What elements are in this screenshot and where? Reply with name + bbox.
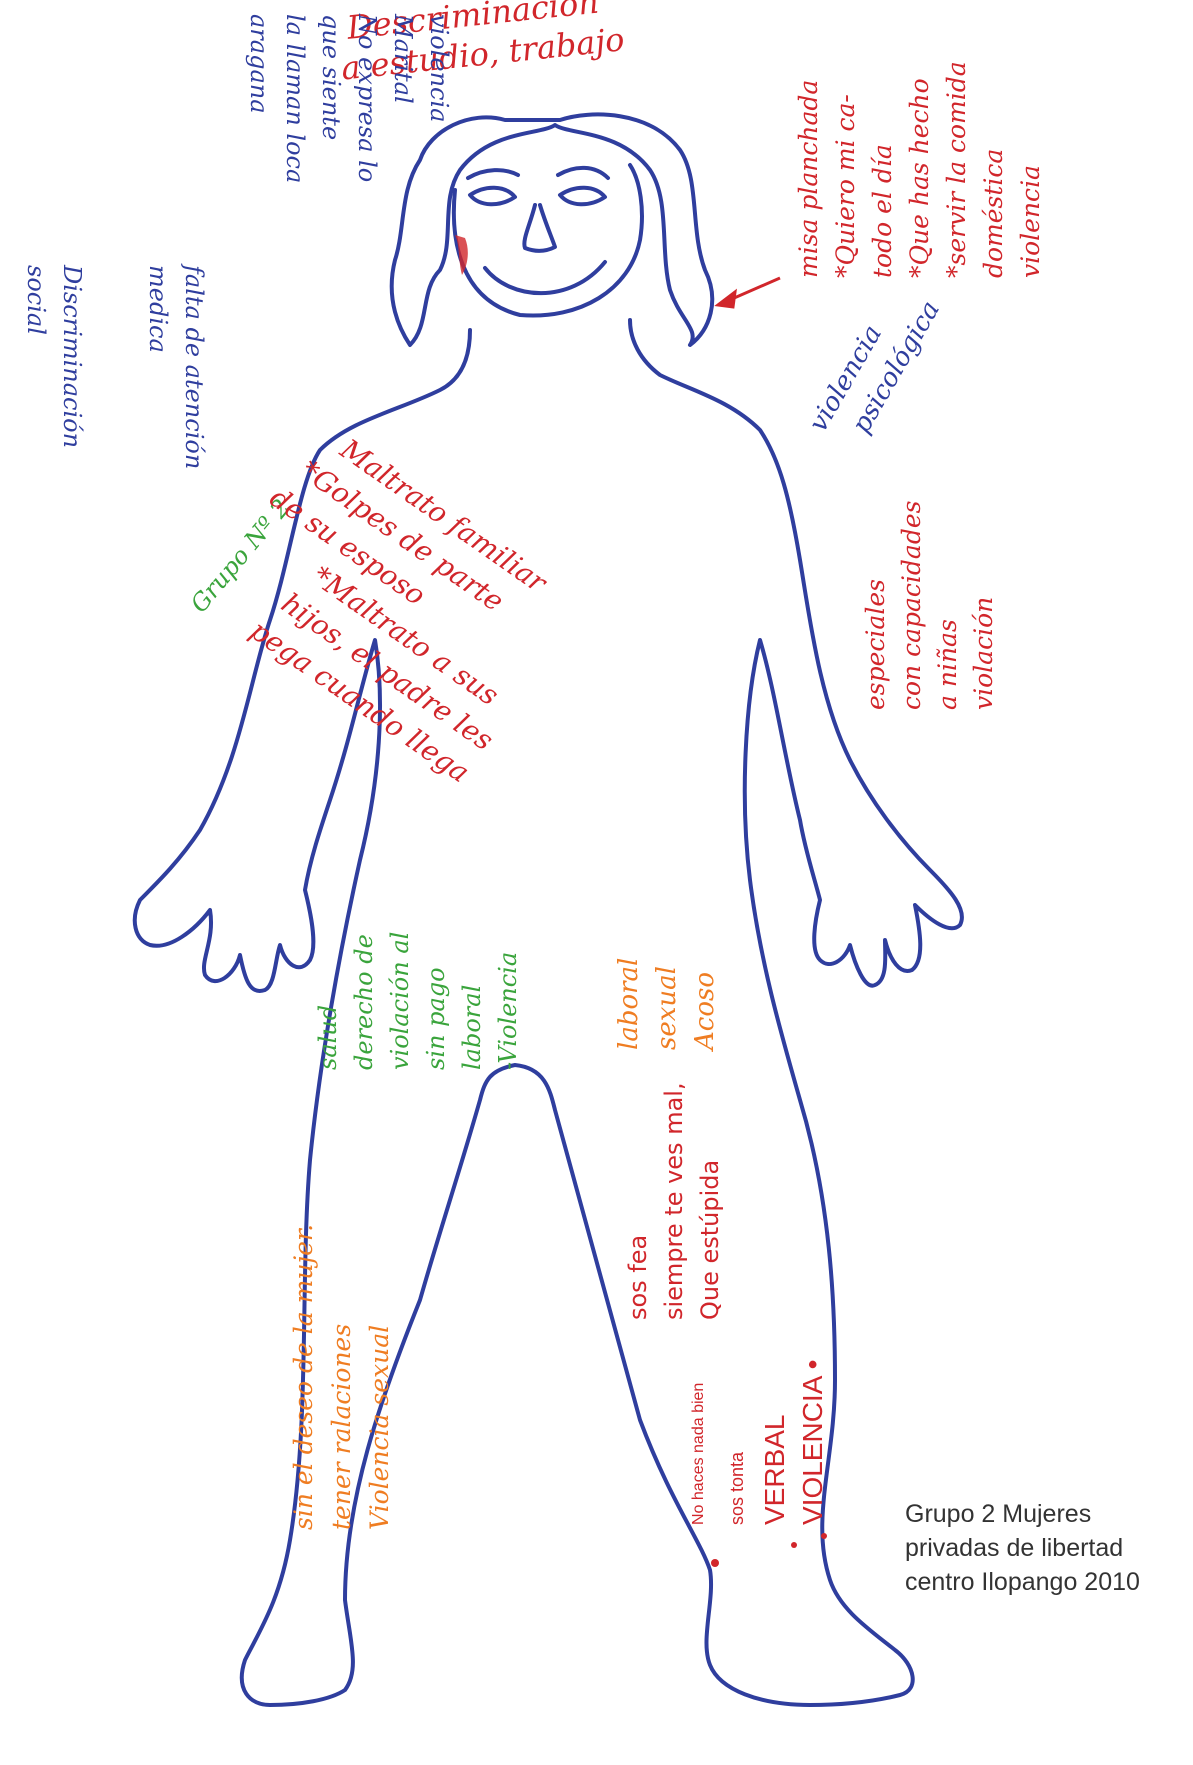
note-line: violencia: [1012, 8, 1049, 278]
note-line: falta de atención: [176, 265, 212, 469]
medical-neglect-note: falta de atención medica: [140, 265, 212, 469]
caption-line: privadas de libertad: [905, 1531, 1140, 1565]
note-line: la llaman loca: [277, 14, 313, 183]
note-line: medica: [140, 265, 176, 469]
note-line: Violencia sexual: [361, 1150, 399, 1530]
note-line: sin pago: [418, 880, 454, 1070]
nose: [524, 205, 555, 251]
note-line: sexual: [648, 900, 686, 1050]
note-line: No expresa lo: [349, 14, 385, 183]
domestic-violence-note: misa planchada *Quiero mi ca- todo el dí…: [790, 8, 1049, 278]
sexual-harassment-note: laboral sexual Acoso: [610, 900, 724, 1050]
sexual-violence-note: sin el deseo de la mujer. tener ralacion…: [285, 1150, 399, 1530]
dot-1: [711, 1559, 719, 1567]
note-line: Discriminación: [54, 265, 90, 448]
note-line: a niñas: [930, 420, 966, 710]
note-line: siempre te ves mal,: [656, 1110, 692, 1320]
poster-caption: Grupo 2 Mujeres privadas de libertad cen…: [905, 1497, 1140, 1599]
right-eye: [560, 188, 605, 205]
caption-line: centro Ilopango 2010: [905, 1565, 1140, 1599]
child-violation-note: especiales con capacidades a niñas viola…: [858, 420, 1002, 710]
marital-violence-note: violencia Marital No expresa lo que sien…: [241, 14, 457, 183]
note-line: misa planchada: [790, 8, 827, 278]
note-line: que siente: [313, 14, 349, 183]
note-line: doméstica: [975, 8, 1012, 278]
left-eye: [470, 188, 515, 205]
note-line: aragana: [241, 14, 277, 183]
note-line: -Violencia: [490, 880, 526, 1070]
note-line: No haces nada bien: [680, 1325, 718, 1525]
note-line: laboral: [610, 900, 648, 1050]
social-discrimination-note: Discriminación social: [18, 265, 90, 448]
smile: [485, 262, 605, 293]
note-line: Que estúpida: [692, 1110, 728, 1320]
note-line: con capacidades: [894, 420, 930, 710]
note-line: *Que has hecho: [901, 8, 938, 278]
verbal-violence-note: No haces nada bien sos tonta VERBAL VIOL…: [680, 1325, 832, 1525]
note-line: *servir la comida: [938, 8, 975, 278]
note-line: sin el deseo de la mujer.: [285, 1150, 323, 1530]
note-line: violencia: [421, 14, 457, 183]
note-line: laboral: [454, 880, 490, 1070]
left-eyebrow: [468, 170, 518, 178]
note-line: derecho de: [346, 880, 382, 1070]
note-line: sos tonta: [718, 1325, 756, 1525]
right-eyebrow: [558, 168, 608, 178]
note-line: social: [18, 265, 54, 448]
dot-2: [791, 1542, 797, 1548]
note-line: Marital: [385, 14, 421, 183]
note-line: sos fea: [620, 1110, 656, 1320]
note-line: todo el día: [864, 8, 901, 278]
note-line: violación: [966, 420, 1002, 710]
insults-note: sos fea siempre te ves mal, Que estúpida: [620, 1110, 728, 1320]
note-line: VIOLENCIA •: [794, 1325, 832, 1525]
caption-line: Grupo 2 Mujeres: [905, 1497, 1140, 1531]
dot-3: [821, 1533, 827, 1539]
note-line: violación al: [382, 880, 418, 1070]
note-line: salud: [310, 880, 346, 1070]
note-line: tener ralaciones: [323, 1150, 361, 1530]
pointer-arrow-head: [718, 292, 735, 307]
labor-violence-note: salud derecho de violación al sin pago l…: [310, 880, 526, 1070]
note-line: Acoso: [686, 900, 724, 1050]
note-line: especiales: [858, 420, 894, 710]
note-line: *Quiero mi ca-: [827, 8, 864, 278]
note-line: VERBAL: [756, 1325, 794, 1525]
